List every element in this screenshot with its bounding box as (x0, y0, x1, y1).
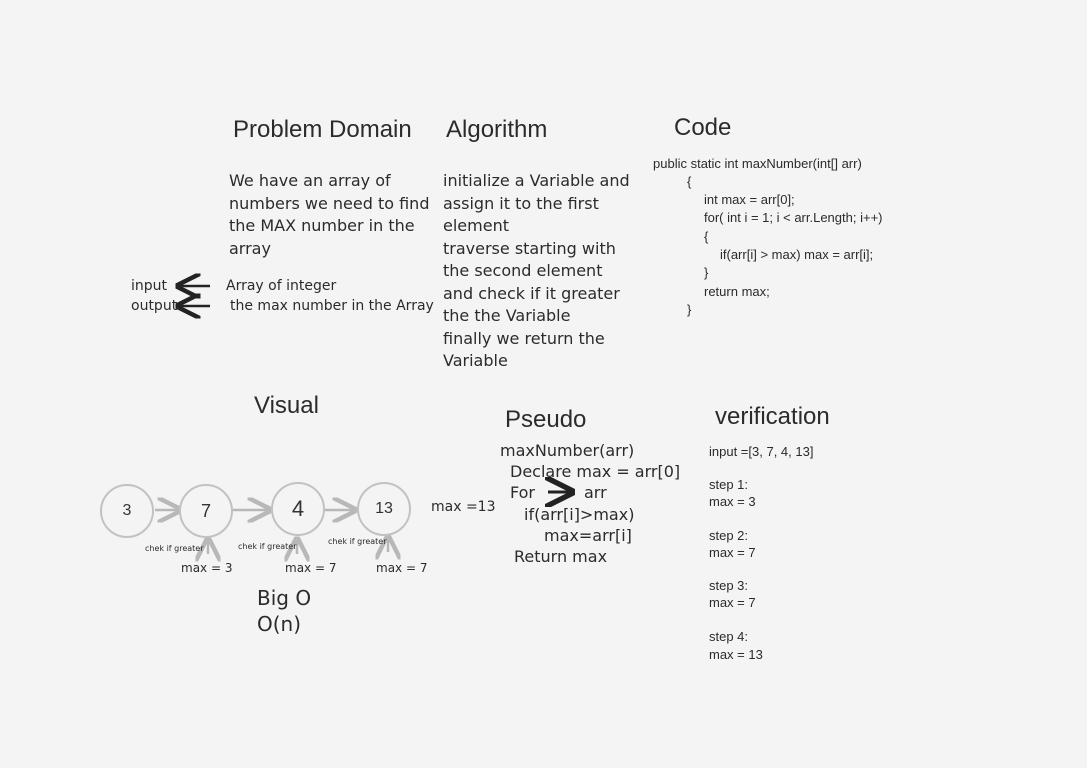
node-value: 13 (375, 500, 393, 517)
code-line: if(arr[i] > max) max = arr[i]; (720, 247, 874, 262)
step-value: max = 7 (709, 545, 756, 560)
pseudo-line: maxNumber(arr) (500, 441, 635, 460)
pseudo-line: Declare max = arr[0] (510, 462, 681, 481)
code-line: int max = arr[0]; (704, 192, 795, 207)
check-label: chek if greater (328, 537, 387, 546)
verification-input: input =[3, 7, 4, 13] (709, 444, 814, 459)
max-label: max = 3 (181, 561, 233, 575)
array-node: 7 (179, 484, 233, 538)
output-label: output (131, 298, 178, 314)
visual-title: Visual (254, 392, 319, 419)
output-value: the max number in the Array (230, 298, 434, 314)
step-value: max = 3 (709, 494, 756, 509)
code-line: public static int maxNumber(int[] arr) (653, 156, 862, 171)
algorithm-title: Algorithm (446, 116, 548, 143)
verification-title: verification (715, 403, 830, 430)
node-value: 3 (122, 502, 132, 519)
max-label: max = 7 (376, 561, 428, 575)
code-line: { (704, 229, 709, 244)
step-value: max = 7 (709, 595, 756, 610)
code-line: for( int i = 1; i < arr.Length; i++) (704, 210, 883, 225)
pseudo-title: Pseudo (505, 406, 587, 433)
code-line: } (704, 265, 709, 280)
code-title: Code (674, 114, 732, 141)
code-line: } (687, 302, 692, 317)
problem-domain-title: Problem Domain (233, 116, 412, 143)
array-node: 3 (100, 484, 154, 538)
step-label: step 1: (709, 477, 749, 492)
node-value: 4 (291, 496, 305, 521)
step-label: step 3: (709, 578, 749, 593)
code-line: return max; (704, 284, 770, 299)
array-node: 4 (271, 482, 325, 536)
check-label: chek if greater (238, 542, 297, 551)
check-label: chek if greater (145, 544, 204, 553)
step-label: step 4: (709, 629, 749, 644)
step-value: max = 13 (709, 647, 763, 662)
pseudo-line: For (510, 483, 535, 502)
pseudo-line: if(arr[i]>max) (524, 505, 635, 524)
max-result: max =13 (431, 499, 496, 515)
step-label: step 2: (709, 528, 749, 543)
big-o-value: O(n) (257, 612, 302, 636)
problem-description: We have an array of numbers we need to f… (229, 171, 430, 258)
big-o-title: Big O (257, 586, 312, 610)
input-label: input (131, 278, 168, 294)
code-line: { (687, 174, 692, 189)
algorithm-text: initialize a Variable and assign it to t… (443, 171, 630, 370)
pseudo-line: arr (584, 483, 607, 502)
array-node: 13 (357, 482, 411, 536)
max-label: max = 7 (285, 561, 337, 575)
input-value: Array of integer (226, 278, 337, 294)
pseudo-line: Return max (514, 547, 608, 566)
node-value: 7 (200, 500, 211, 521)
pseudo-line: max=arr[i] (544, 526, 632, 545)
